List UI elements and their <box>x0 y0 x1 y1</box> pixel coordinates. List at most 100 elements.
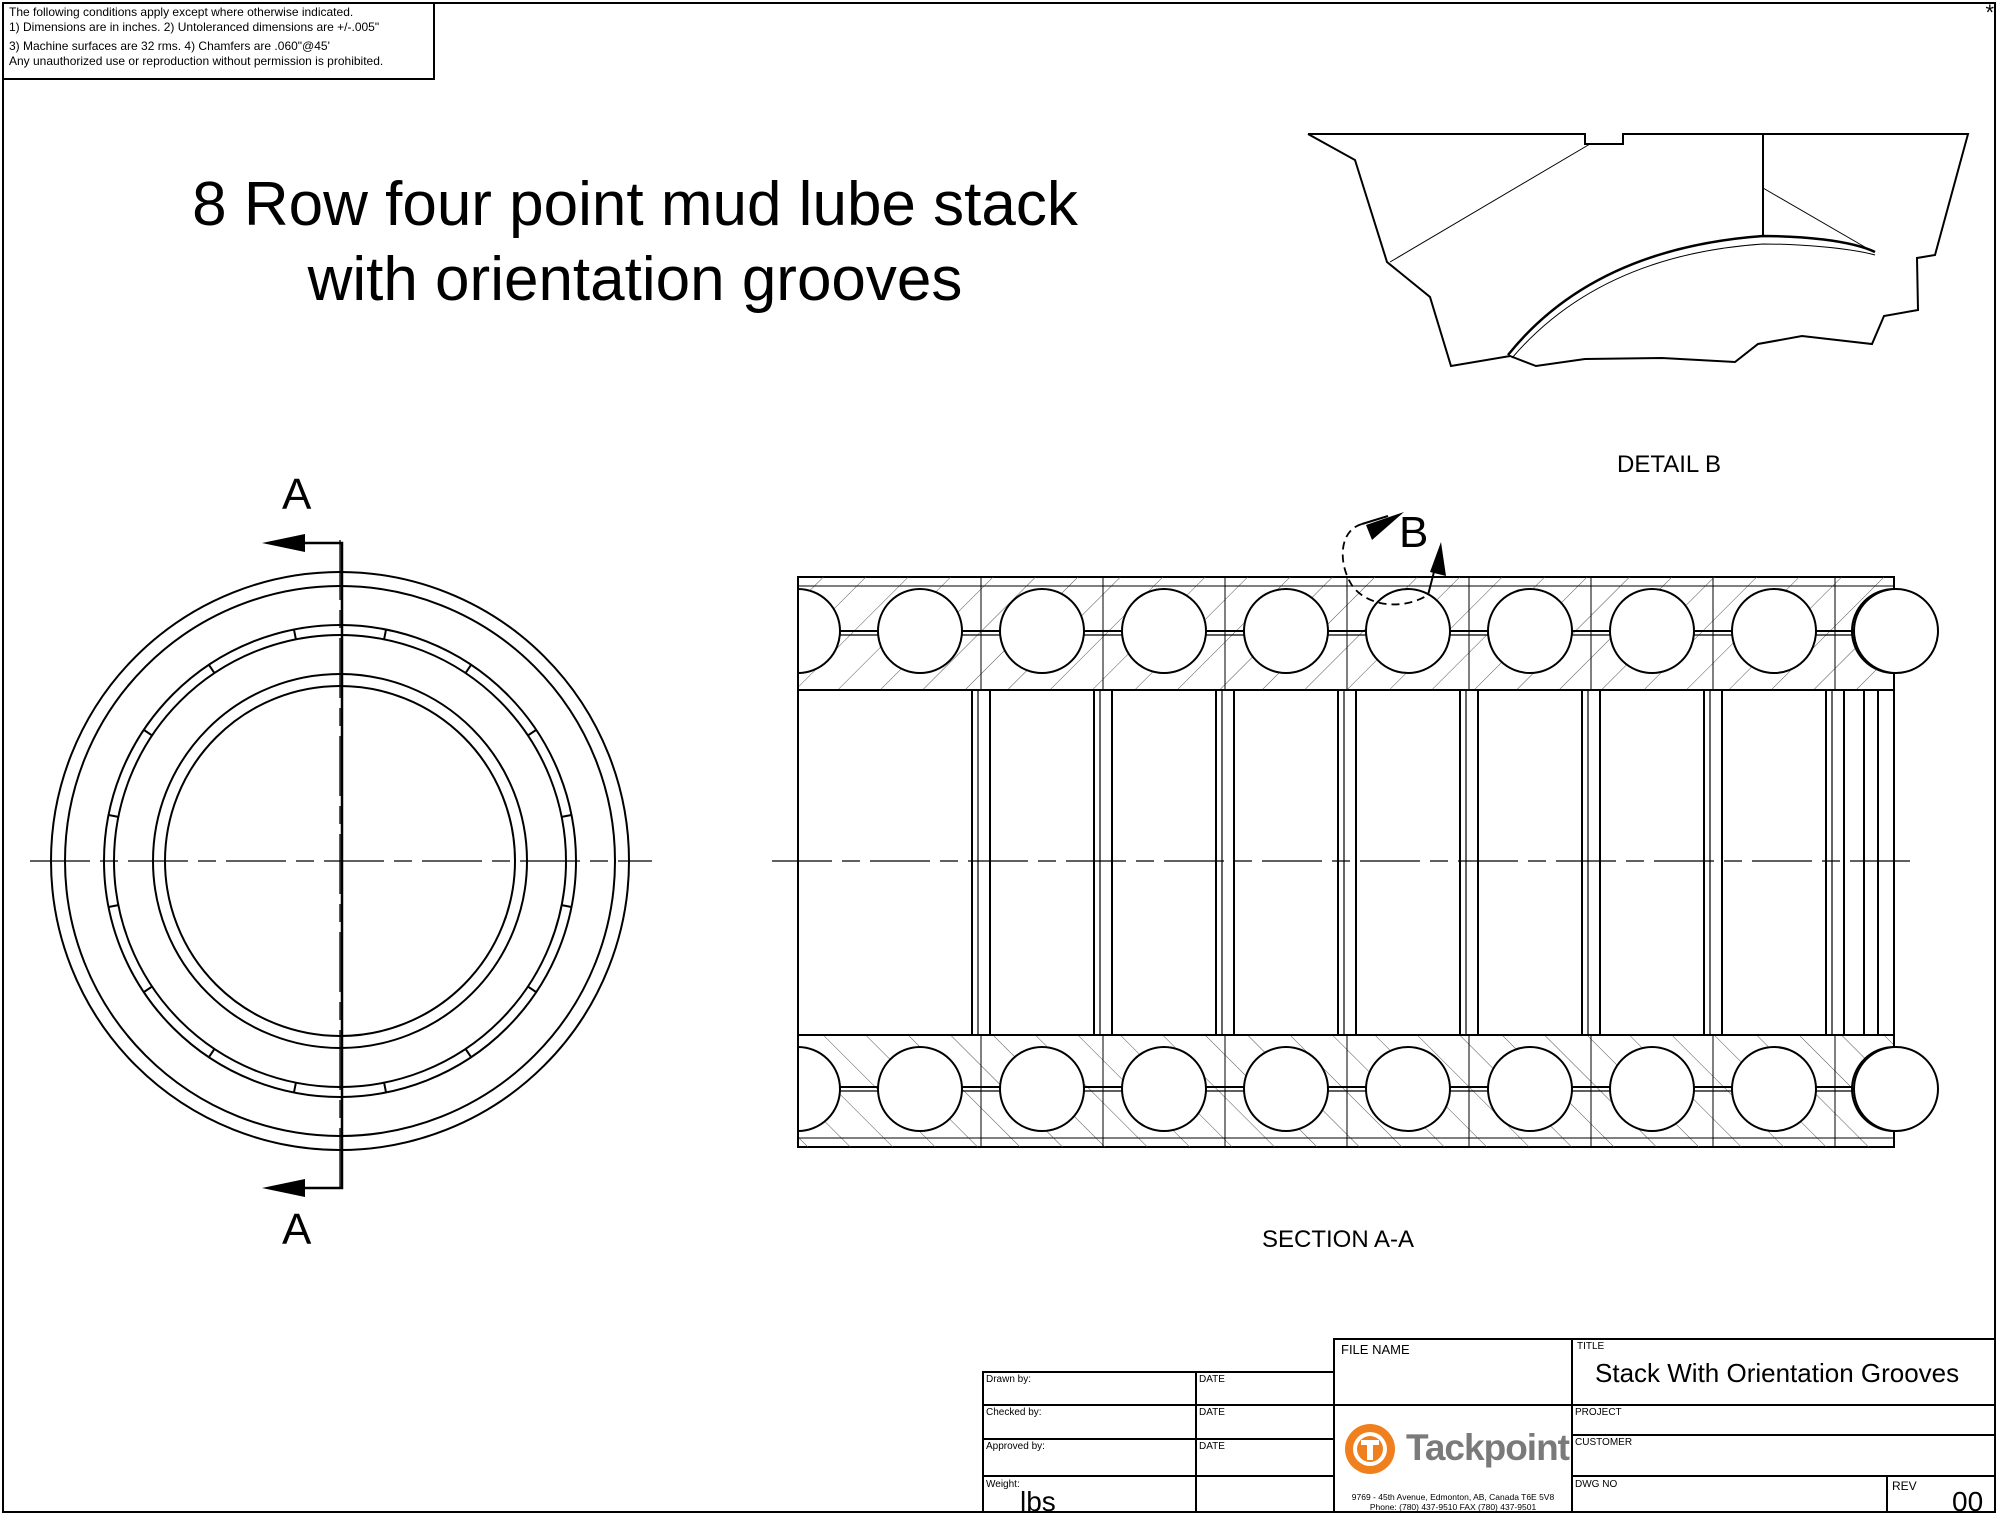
rev-label: REV <box>1892 1479 1917 1493</box>
top-ball <box>1731 588 1817 674</box>
company-phone: Phone: (780) 437-9510 FAX (780) 437-9501 <box>1369 1502 1537 1512</box>
note-line-4: Any unauthorized use or reproduction wit… <box>9 53 384 68</box>
title-value: Stack With Orientation Grooves <box>1595 1358 1960 1388</box>
section-cutting-plane <box>280 541 344 1190</box>
bottom-ball <box>1243 1046 1329 1132</box>
spacer-bar <box>1863 689 1879 1036</box>
note-line-3: 3) Machine surfaces are 32 rms. 4) Chamf… <box>9 39 330 53</box>
race-split-lines <box>798 577 1894 1147</box>
spacer-bar <box>1825 689 1845 1036</box>
section-a-a-label: SECTION A-A <box>1262 1226 1415 1253</box>
ball-rows <box>740 570 1955 1160</box>
bottom-ball <box>1731 1046 1817 1132</box>
approved-date-label: DATE <box>1199 1441 1225 1452</box>
spacer-bar <box>1215 689 1235 1036</box>
bottom-ball <box>1121 1046 1207 1132</box>
detail-b-arrow-head-1 <box>1366 512 1404 540</box>
top-ball <box>1609 588 1695 674</box>
orientation-groove-ticks <box>108 629 572 1093</box>
detail-b-arrow-line-1 <box>1361 515 1389 525</box>
section-arrow-top <box>262 534 305 552</box>
orientation-groove-tick <box>292 629 297 640</box>
rev-divider <box>1886 1475 1888 1513</box>
detail-b-callout-circle <box>1341 523 1429 606</box>
bottom-ball <box>1853 1046 1939 1132</box>
detail-b-arrow-head-2 <box>1430 542 1446 576</box>
signature-row-line-1 <box>982 1404 1335 1406</box>
title-divider-3 <box>1571 1475 1996 1477</box>
section-arrow-bottom <box>262 1179 305 1197</box>
bottom-ball <box>999 1046 1085 1132</box>
tackpoint-logo-icon <box>1345 1424 1395 1474</box>
orientation-groove-tick <box>464 664 472 674</box>
top-ball <box>999 588 1085 674</box>
orientation-groove-tick <box>208 664 216 674</box>
spacer-bars <box>971 689 1879 1036</box>
weight-unit: lbs <box>1020 1486 1056 1517</box>
checked-date-label: DATE <box>1199 1407 1225 1418</box>
orientation-groove-tick <box>527 729 537 737</box>
detail-callout-letter: B <box>1399 508 1429 557</box>
bottom-ball <box>1365 1046 1451 1132</box>
top-ball <box>877 588 963 674</box>
file-name-divider <box>1333 1404 1573 1406</box>
spacer-bar <box>1337 689 1357 1036</box>
orientation-groove-tick <box>561 904 572 909</box>
end-view <box>30 534 652 1197</box>
drawn-date-label: DATE <box>1199 1374 1225 1385</box>
spacer-bar <box>1581 689 1601 1036</box>
bottom-ball <box>877 1046 963 1132</box>
customer-label: CUSTOMER <box>1575 1437 1633 1448</box>
orientation-groove-tick <box>208 1048 216 1058</box>
drawing-title-line-1: 8 Row four point mud lube stack <box>192 170 1078 239</box>
top-ball <box>1365 588 1451 674</box>
company-logo: Tackpoint <box>1344 1423 1570 1475</box>
orientation-groove-tick <box>143 985 153 993</box>
orientation-groove-tick <box>108 904 119 909</box>
orientation-groove-tick <box>292 1082 297 1093</box>
top-ball <box>1243 588 1329 674</box>
spacer-bar <box>1703 689 1723 1036</box>
orientation-groove-tick <box>527 985 537 993</box>
drawn-by-label: Drawn by: <box>986 1374 1032 1385</box>
bottom-ball <box>1487 1046 1573 1132</box>
drawing-title: 8 Row four point mud lube stack with ori… <box>130 167 1140 317</box>
revision-mark: * <box>1985 0 1994 25</box>
signature-row-line-3 <box>982 1475 1335 1477</box>
weight-label: Weight: <box>986 1479 1020 1490</box>
orientation-groove-tick <box>383 1082 388 1093</box>
detail-b-view <box>1307 133 1970 368</box>
spacer-bar <box>1459 689 1479 1036</box>
orientation-groove-tick <box>383 629 388 640</box>
spacer-bar <box>971 689 991 1036</box>
title-label: TITLE <box>1577 1341 1605 1352</box>
bottom-ball <box>1609 1046 1695 1132</box>
file-name-label: FILE NAME <box>1341 1342 1410 1357</box>
section-letter-bottom: A <box>282 1205 312 1254</box>
approved-by-label: Approved by: <box>986 1441 1045 1452</box>
signature-row-line-2 <box>982 1438 1335 1440</box>
signature-grid-divider <box>1195 1371 1197 1513</box>
top-ball <box>1853 588 1939 674</box>
company-address: 9769 - 45th Avenue, Edmonton, AB, Canada… <box>1351 1492 1555 1502</box>
spacer-bar <box>1093 689 1113 1036</box>
checked-by-label: Checked by: <box>986 1407 1042 1418</box>
orientation-groove-tick <box>143 729 153 737</box>
orientation-groove-tick <box>464 1048 472 1058</box>
section-view <box>740 512 1955 1160</box>
title-info-block <box>1571 1338 1996 1513</box>
drawing-title-line-2: with orientation grooves <box>307 245 963 314</box>
title-divider-2 <box>1571 1434 1996 1436</box>
project-label: PROJECT <box>1575 1407 1622 1418</box>
orientation-groove-tick <box>561 813 572 818</box>
top-ball <box>1121 588 1207 674</box>
general-notes-box: The following conditions apply except wh… <box>2 2 435 80</box>
orientation-groove-tick <box>108 813 119 818</box>
company-contact: 9769 - 45th Avenue, Edmonton, AB, Canada… <box>1336 1492 1570 1512</box>
note-line-1: The following conditions apply except wh… <box>9 5 354 19</box>
detail-b-label: DETAIL B <box>1617 451 1722 478</box>
rev-value: 00 <box>1952 1486 1984 1517</box>
note-line-2: 1) Dimensions are in inches. 2) Untolera… <box>9 19 380 34</box>
title-divider-1 <box>1571 1404 1996 1406</box>
